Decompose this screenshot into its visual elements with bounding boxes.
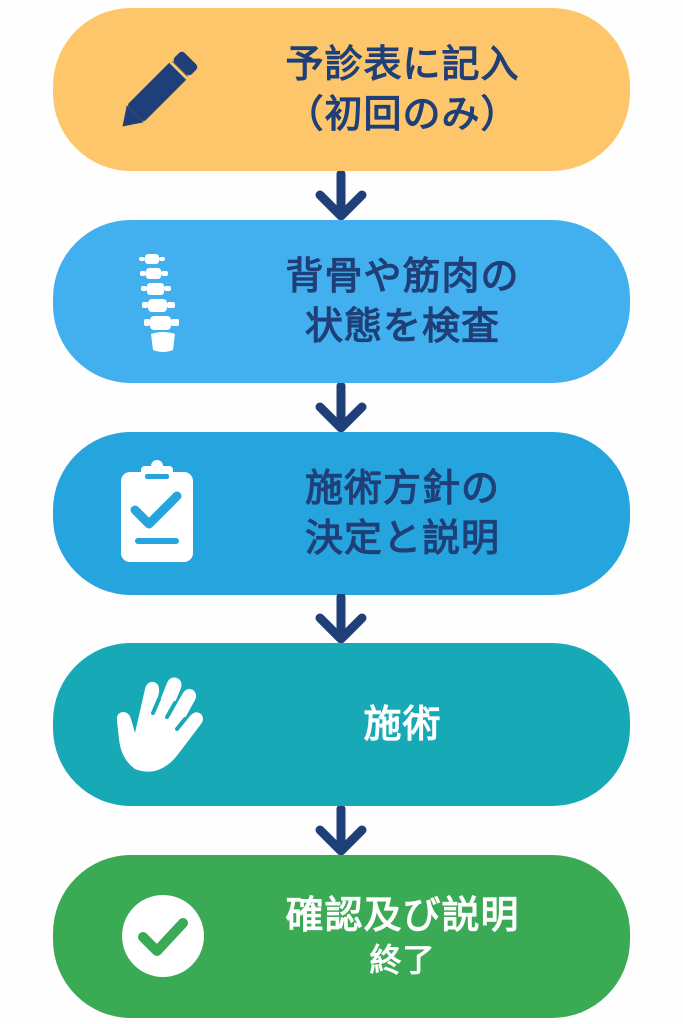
down-arrow-icon (312, 171, 370, 221)
step-decide-treatment-plan: 施術方針の 決定と説明 (53, 432, 630, 595)
step-label-line-2: （初回のみ） (285, 91, 520, 136)
step-label: 確認及び説明 終了 (203, 855, 602, 1018)
pencil-icon (105, 34, 215, 144)
step-label-line-2: 決定と説明 (304, 515, 500, 560)
step-label-line-1: 背骨や筋肉の (285, 254, 520, 299)
down-arrow-icon (312, 383, 370, 433)
step-label: 施術方針の 決定と説明 (203, 432, 602, 595)
step-treatment: 施術 (53, 643, 630, 806)
step-label-line-1: 予診表に記入 (285, 42, 520, 87)
clipboard-check-icon (105, 458, 215, 568)
step-label-line-1: 確認及び説明 (285, 893, 520, 937)
step-label-line-1: 施術 (363, 701, 442, 746)
down-arrow-icon (312, 594, 370, 644)
step-label: 背骨や筋肉の 状態を検査 (203, 220, 602, 383)
step-inspect-spine-muscles: 背骨や筋肉の 状態を検査 (53, 220, 630, 383)
down-arrow-icon (312, 806, 370, 856)
check-circle-icon (105, 881, 215, 991)
step-label-line-1: 施術方針の (304, 466, 500, 511)
spine-icon (105, 246, 215, 356)
step-fill-questionnaire: 予診表に記入 （初回のみ） (53, 8, 630, 171)
hand-icon (105, 669, 215, 779)
step-label-line-2: 状態を検査 (304, 303, 500, 348)
step-label: 施術 (203, 643, 602, 806)
step-label: 予診表に記入 （初回のみ） (203, 8, 602, 171)
step-label-line-2: 終了 (369, 941, 436, 980)
step-confirm-explain-finish: 確認及び説明 終了 (53, 855, 630, 1018)
